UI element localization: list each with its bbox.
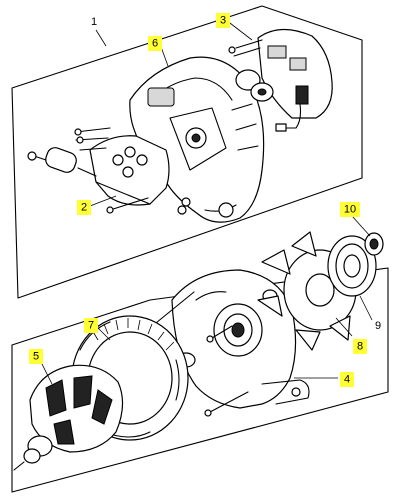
callout-8: 8 <box>353 339 367 354</box>
suppression-capacitor <box>27 147 97 177</box>
rotor <box>13 364 124 471</box>
svg-text:3: 3 <box>220 15 226 27</box>
rear-end-housing <box>129 56 265 223</box>
bearing-cap <box>235 69 274 102</box>
callout-3: 3 <box>216 13 230 28</box>
rectifier-bridge <box>74 127 191 215</box>
callout-6: 6 <box>148 36 162 51</box>
svg-text:2: 2 <box>81 202 87 214</box>
callout-4: 4 <box>340 372 354 387</box>
callout-9: 9 <box>375 320 381 332</box>
callout-5: 5 <box>29 349 43 364</box>
regulator-brush-holder <box>228 28 333 132</box>
group-frame-leader <box>95 29 107 47</box>
group-label: 1 <box>91 16 97 28</box>
svg-text:6: 6 <box>152 38 158 50</box>
svg-text:10: 10 <box>344 204 356 216</box>
svg-text:5: 5 <box>33 351 39 363</box>
lower-frame <box>11 267 389 493</box>
callout-10: 10 <box>340 202 360 217</box>
pulley <box>327 235 377 297</box>
callout-2: 2 <box>77 200 91 215</box>
svg-text:4: 4 <box>344 374 350 386</box>
pulley-nut <box>364 232 384 256</box>
callout-7: 7 <box>84 318 98 333</box>
svg-text:8: 8 <box>357 341 363 353</box>
svg-text:9: 9 <box>375 320 381 332</box>
svg-text:7: 7 <box>88 320 94 332</box>
